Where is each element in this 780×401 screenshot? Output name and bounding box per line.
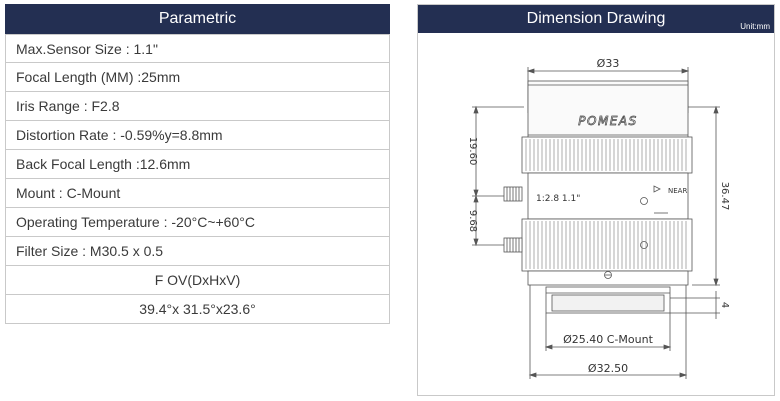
mount-diameter-label: Ø25.40 C-Mount — [563, 333, 653, 346]
barrel-mark: 1:2.8 1.1" — [536, 194, 580, 204]
height-upper-label: 19.60 — [467, 137, 478, 166]
lower-housing — [527, 270, 689, 286]
flange-dimension: 4 — [670, 291, 730, 319]
total-length-label: 36.47 — [719, 182, 730, 211]
parametric-header: Parametric — [5, 4, 390, 34]
row-mount: Mount : C-Mount — [6, 179, 389, 208]
lower-locking-screw — [503, 237, 523, 253]
top-diameter-label: Ø33 — [597, 57, 620, 70]
dimension-header — [418, 5, 774, 33]
lens-dimension-drawing: Ø33 POMEAS 1:2.8 1.1" NEAR — [467, 57, 730, 379]
row-back-focal-length: Back Focal Length :12.6mm — [6, 150, 389, 179]
row-iris-range: Iris Range : F2.8 — [6, 92, 389, 121]
height-lower-label: 9.68 — [467, 210, 478, 232]
upper-housing: POMEAS — [527, 80, 689, 140]
row-focal-length: Focal Length (MM) :25mm — [6, 63, 389, 92]
brand-logo: POMEAS — [578, 114, 637, 128]
row-fov-value: 39.4°x 31.5°x23.6° — [6, 295, 389, 324]
row-sensor-size: Max.Sensor Size : 1.1" — [6, 34, 389, 63]
bottom-diameter-label: Ø32.50 — [588, 362, 628, 375]
parametric-panel: Parametric Max.Sensor Size : 1.1" Focal … — [5, 4, 390, 324]
mount-diameter-dimension: Ø25.40 C-Mount — [544, 313, 672, 351]
focus-mark: NEAR — [668, 187, 687, 195]
middle-band: 1:2.8 1.1" NEAR — [527, 172, 689, 220]
c-mount-flange — [545, 286, 671, 314]
bottom-diameter-dimension: Ø32.50 — [528, 285, 688, 379]
row-fov-header: F OV(DxHxV) — [6, 266, 389, 295]
row-operating-temperature: Operating Temperature : -20°C~+60°C — [6, 208, 389, 237]
upper-locking-screw — [503, 186, 523, 202]
parametric-title: Parametric — [158, 10, 237, 27]
unit-label: Unit:mm — [740, 22, 770, 31]
focus-ring — [521, 136, 693, 174]
left-height-dimensions: 19.60 9.68 — [467, 105, 524, 247]
dimension-panel: Dimension Drawing Unit:mm Ø33 POMEAS 1:2… — [417, 4, 775, 396]
total-length-dimension: 36.47 — [688, 105, 730, 287]
row-filter-size: Filter Size : M30.5 x 0.5 — [6, 237, 389, 266]
flange-label: 4 — [719, 302, 730, 308]
row-distortion-rate: Distortion Rate : -0.59%y=8.8mm — [6, 121, 389, 150]
parametric-table: Max.Sensor Size : 1.1" Focal Length (MM)… — [5, 34, 390, 324]
dimension-title: Dimension Drawing — [526, 10, 666, 27]
iris-ring — [521, 218, 693, 272]
